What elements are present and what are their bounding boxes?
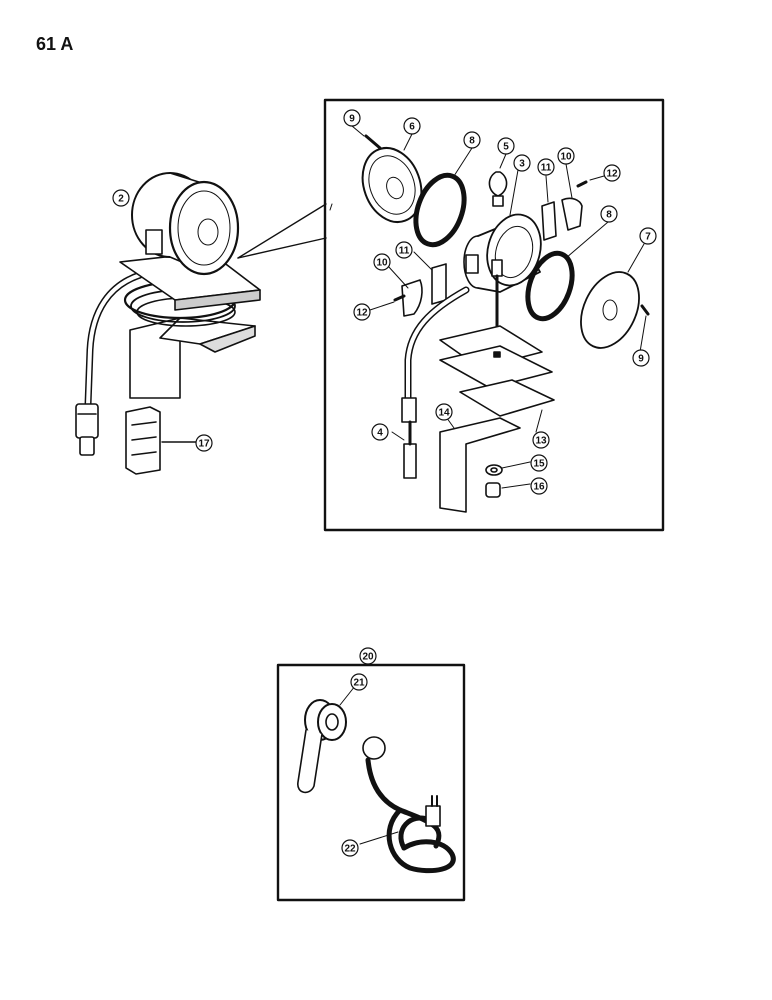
callout-circle-14: [435, 403, 453, 421]
heater-kit-parts: [297, 659, 456, 874]
callout-circle-17: [195, 434, 213, 452]
callout-number-2: 2: [118, 194, 124, 205]
callout-circle-20: [359, 647, 377, 665]
callout-number-9: 9: [638, 354, 644, 365]
leader-lines: [329, 125, 647, 489]
callout-circle-12: [353, 303, 371, 321]
callout-number-14: 14: [438, 408, 450, 419]
callout-number-4: 4: [377, 428, 383, 439]
callout-number-11: 11: [541, 163, 552, 174]
callout-circle-8: [600, 205, 618, 223]
callout-number-9: 9: [349, 114, 355, 125]
callout-circle-7: [639, 227, 657, 245]
callout-circle-15: [530, 454, 548, 472]
callout-number-3: 3: [519, 159, 525, 170]
callout-number-22: 22: [344, 844, 356, 855]
callout-number-10: 10: [560, 152, 572, 163]
callout-circle-21: [350, 673, 368, 691]
callout-circle-3: [513, 154, 531, 172]
callout-circle-8: [463, 131, 481, 149]
callout-number-12: 12: [356, 308, 368, 319]
callout-circle-2: [112, 189, 130, 207]
callout-number-15: 15: [533, 459, 545, 470]
exploded-lamp-parts: [361, 134, 650, 513]
callout-number-20: 20: [362, 652, 374, 663]
callout-number-10: 10: [376, 258, 388, 269]
callout-circle-5: [497, 137, 515, 155]
callout-circle-10: [373, 253, 391, 271]
callout-number-8: 8: [606, 210, 612, 221]
callout-circle-4: [371, 423, 389, 441]
callout-circle-11: [395, 241, 413, 259]
exploded-view-frame: [323, 98, 665, 532]
callout-number-17: 17: [198, 439, 210, 450]
assembled-lamp-illustration: [75, 172, 261, 475]
callout-circle-13: [532, 431, 550, 449]
callout-number-5: 5: [503, 142, 509, 153]
callout-circle-12: [603, 164, 621, 182]
callout-number-8: 8: [469, 136, 475, 147]
callout-number-13: 13: [535, 436, 547, 447]
callout-number-6: 6: [409, 122, 415, 133]
callout-circle-9: [632, 349, 650, 367]
callout-number-21: 21: [353, 678, 365, 689]
callout-number-11: 11: [399, 246, 410, 257]
callout-number-12: 12: [606, 169, 618, 180]
page-number-label: 61 A: [36, 34, 74, 54]
callout-circle-9: [343, 109, 361, 127]
callout-circle-22: [341, 839, 359, 857]
callout-number-7: 7: [645, 232, 651, 243]
callout-circle-16: [530, 477, 548, 495]
callout-circle-11: [537, 158, 555, 176]
callout-circle-6: [403, 117, 421, 135]
callout-circle-10: [557, 147, 575, 165]
heater-kit-frame: [276, 663, 466, 902]
callout-number-16: 16: [533, 482, 545, 493]
